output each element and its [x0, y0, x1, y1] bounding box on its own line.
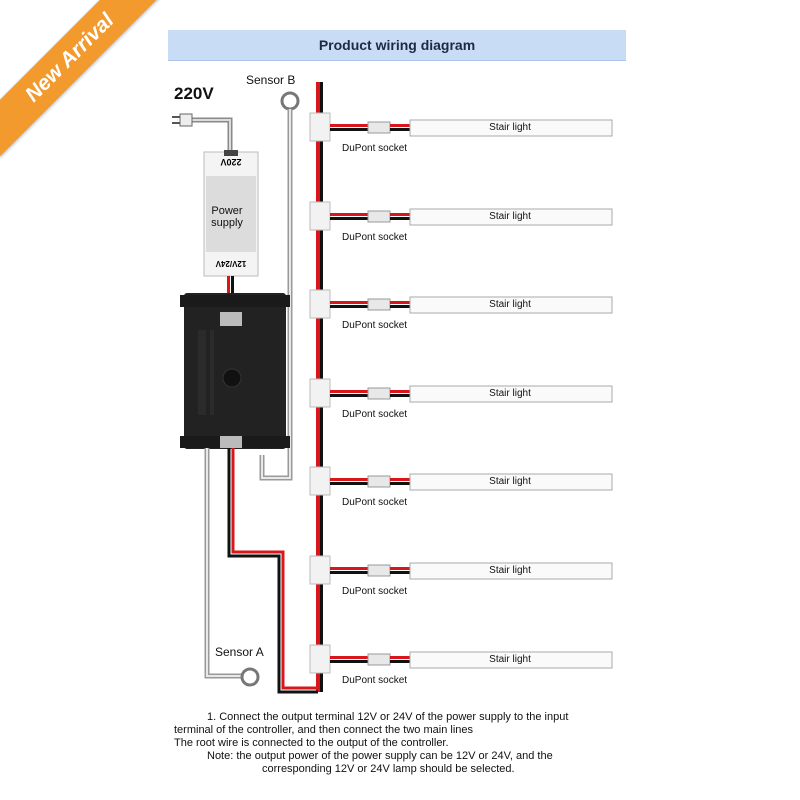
- branch-black-wire: [390, 571, 410, 574]
- sensor-a-cable: [204, 448, 242, 679]
- stair-light-label: Stair light: [489, 122, 531, 133]
- power-supply-label: Power supply: [211, 205, 243, 229]
- controller-knob: [222, 368, 242, 388]
- junction-block: [309, 378, 331, 408]
- stair-light-label: Stair light: [489, 211, 531, 222]
- stair-light-label: Stair light: [489, 388, 531, 399]
- junction-block: [309, 644, 331, 674]
- branch-black-wire: [390, 217, 410, 220]
- sensor-b-probe: [280, 91, 300, 111]
- branch-red-wire: [330, 301, 370, 304]
- junction-block: [309, 289, 331, 319]
- stair-light-bar: [409, 473, 613, 491]
- branch-red-wire: [330, 656, 370, 659]
- stair-light-bar: [409, 651, 613, 669]
- stair-light-label: Stair light: [489, 476, 531, 487]
- branch-black-wire: [330, 660, 370, 663]
- branch-black-wire: [330, 217, 370, 220]
- stair-light-bar: [409, 562, 613, 580]
- mains-plug: [179, 113, 193, 127]
- dupont-connector: [367, 653, 391, 666]
- sensor-a-probe: [240, 667, 260, 687]
- dupont-connector: [367, 475, 391, 488]
- stair-light-label: Stair light: [489, 654, 531, 665]
- dupont-connector: [367, 564, 391, 577]
- branch-red-wire: [390, 301, 410, 304]
- branch-black-wire: [330, 394, 370, 397]
- dupont-connector: [367, 121, 391, 134]
- instruction-notes: 1. Connect the output terminal 12V or 24…: [174, 711, 614, 776]
- stair-light-bar: [409, 119, 613, 137]
- branch-red-wire: [330, 390, 370, 393]
- output-red-wire: [231, 448, 318, 690]
- junction-block: [309, 555, 331, 585]
- branch-black-wire: [330, 128, 370, 131]
- sensor-a-label: Sensor A: [215, 645, 264, 659]
- dupont-connector: [367, 210, 391, 223]
- branch-black-wire: [390, 394, 410, 397]
- output-black-wire: [227, 448, 318, 694]
- branch-black-wire: [390, 128, 410, 131]
- stair-light-label: Stair light: [489, 299, 531, 310]
- branch-red-wire: [330, 478, 370, 481]
- branch-red-wire: [330, 124, 370, 127]
- stair-light-bar: [409, 385, 613, 403]
- dupont-connector: [367, 298, 391, 311]
- power-supply-input-label: 220V: [220, 157, 242, 167]
- junction-block: [309, 466, 331, 496]
- branch-black-wire: [330, 305, 370, 308]
- power-supply-output-label: 12V/24V: [215, 259, 247, 268]
- note-line-5: corresponding 12V or 24V lamp should be …: [262, 763, 515, 775]
- dupont-connector: [367, 387, 391, 400]
- junction-block: [309, 201, 331, 231]
- branch-red-wire: [330, 213, 370, 216]
- branch-red-wire: [390, 213, 410, 216]
- dupont-socket-label: DuPont socket: [342, 320, 408, 331]
- branch-black-wire: [330, 571, 370, 574]
- branch-red-wire: [390, 567, 410, 570]
- diagram-header: Product wiring diagram: [168, 30, 626, 61]
- branch-red-wire: [390, 656, 410, 659]
- branch-red-wire: [390, 124, 410, 127]
- mains-cable: [190, 117, 233, 155]
- note-line-3: The root wire is connected to the output…: [174, 737, 449, 749]
- diagram-title: Product wiring diagram: [318, 37, 476, 53]
- light-branches: [309, 112, 613, 674]
- dupont-socket-label: DuPont socket: [342, 586, 408, 597]
- branch-red-wire: [330, 567, 370, 570]
- note-line-2: terminal of the controller, and then con…: [174, 724, 474, 736]
- dupont-socket-label: DuPont socket: [342, 409, 408, 420]
- branch-black-wire: [330, 482, 370, 485]
- voltage-label: 220V: [174, 84, 214, 103]
- note-line-4: Note: the output power of the power supp…: [207, 750, 553, 762]
- dupont-socket-label: DuPont socket: [342, 232, 408, 243]
- dupont-socket-label: DuPont socket: [342, 675, 408, 686]
- junction-block: [309, 112, 331, 142]
- branch-red-wire: [390, 390, 410, 393]
- sensor-b-label: Sensor B: [246, 73, 296, 87]
- branch-black-wire: [390, 660, 410, 663]
- stair-light-bar: [409, 296, 613, 314]
- branch-black-wire: [390, 482, 410, 485]
- branch-black-wire: [390, 305, 410, 308]
- dupont-socket-label: DuPont socket: [342, 497, 408, 508]
- branch-red-wire: [390, 478, 410, 481]
- dupont-socket-label: DuPont socket: [342, 143, 408, 154]
- stair-light-label: Stair light: [489, 565, 531, 576]
- stair-light-bar: [409, 208, 613, 226]
- note-line-1: 1. Connect the output terminal 12V or 24…: [207, 711, 569, 723]
